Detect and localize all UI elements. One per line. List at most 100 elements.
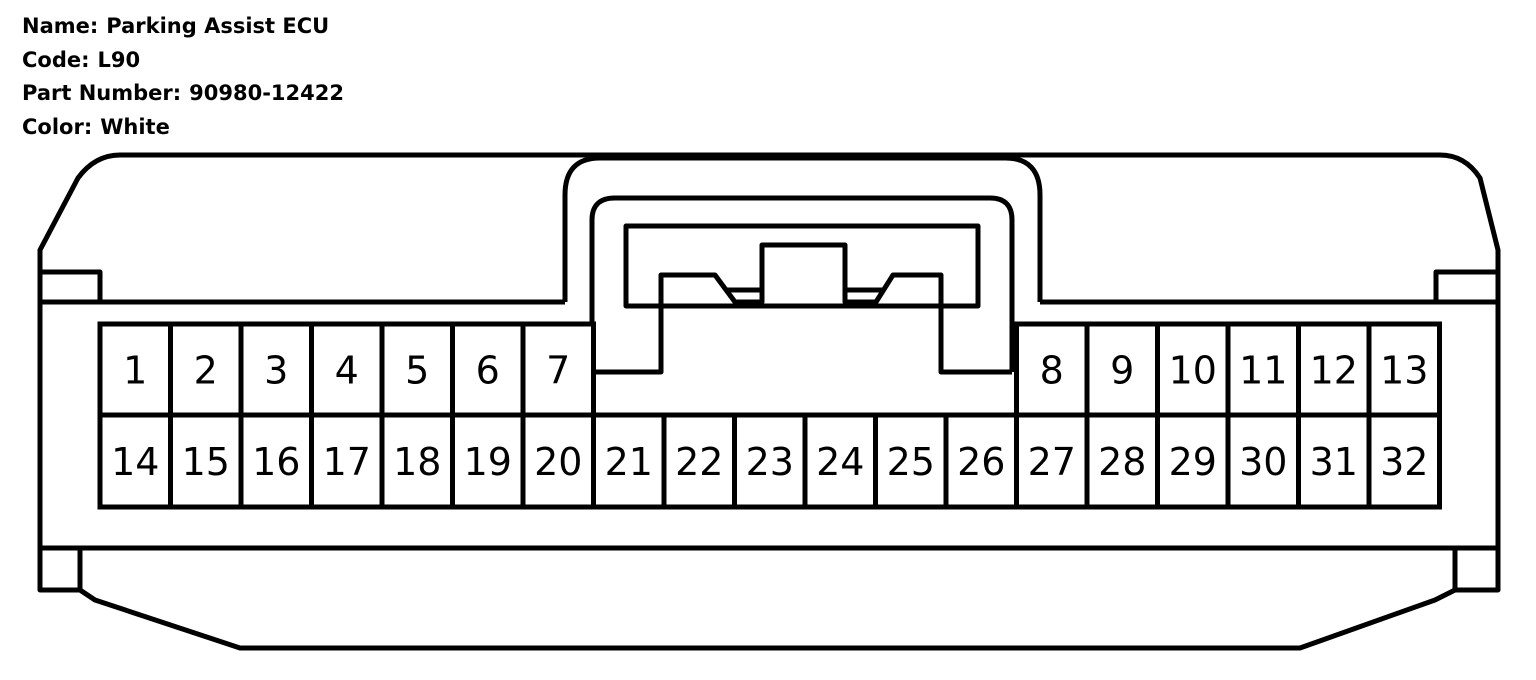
pin-23: 23 <box>732 412 808 510</box>
pin-number: 9 <box>1110 349 1134 393</box>
pin-25: 25 <box>873 412 949 510</box>
pin-number: 25 <box>887 440 935 484</box>
code-label: Code: <box>22 47 90 72</box>
pin-21: 21 <box>591 412 667 510</box>
part-number-label: Part Number: <box>22 81 182 105</box>
pin-4: 4 <box>309 321 385 418</box>
lock-window <box>623 223 981 309</box>
part-number-row: Part Number: 90980-12422 <box>22 77 344 111</box>
lock-inner <box>589 195 1015 372</box>
pin-number: 3 <box>264 349 288 393</box>
pin-cavity <box>1155 412 1231 510</box>
pin-number: 16 <box>252 440 300 484</box>
pin-number: 2 <box>194 349 218 393</box>
pin-cavity <box>1014 321 1090 418</box>
pin-27: 27 <box>1014 412 1090 510</box>
pin-31: 31 <box>1296 412 1372 510</box>
pin-cavity <box>238 412 314 510</box>
pin-15: 15 <box>168 412 244 510</box>
pin-cavity <box>1296 412 1372 510</box>
pin-number: 1 <box>123 349 147 393</box>
part-number-value: 90980-12422 <box>189 81 344 105</box>
pin-cavity <box>168 321 244 418</box>
housing-outline <box>37 152 1501 651</box>
pin-cavity <box>97 321 173 418</box>
right-tab <box>1433 269 1498 302</box>
pin-number: 12 <box>1310 349 1358 393</box>
pin-number: 13 <box>1380 349 1428 393</box>
connector-info: Name: Parking Assist ECU Code: L90 Part Nu… <box>22 10 344 144</box>
pin-number: 18 <box>393 440 441 484</box>
pin-cavity <box>1014 412 1090 510</box>
pin-number: 17 <box>323 440 371 484</box>
pin-cavity <box>309 412 385 510</box>
pin-number: 23 <box>746 440 794 484</box>
pin-11: 11 <box>1225 321 1301 418</box>
pin-17: 17 <box>309 412 385 510</box>
pin-13: 13 <box>1366 321 1442 418</box>
pin-number: 14 <box>111 440 159 484</box>
pin-3: 3 <box>238 321 314 418</box>
pin-number: 30 <box>1239 440 1287 484</box>
pin-12: 12 <box>1296 321 1372 418</box>
color-label: Color: <box>22 114 93 139</box>
pin-number: 29 <box>1169 440 1217 484</box>
name-row: Name: Parking Assist ECU <box>22 10 344 44</box>
pin-number: 4 <box>335 349 359 393</box>
pin-20: 20 <box>520 412 596 510</box>
pin-6: 6 <box>450 321 526 418</box>
pin-number: 19 <box>464 440 512 484</box>
pin-number: 8 <box>1040 349 1064 393</box>
pin-9: 9 <box>1084 321 1160 418</box>
pin-5: 5 <box>379 321 455 418</box>
pin-28: 28 <box>1084 412 1160 510</box>
pin-number: 27 <box>1028 440 1076 484</box>
pin-8: 8 <box>1014 321 1090 418</box>
pin-cavity <box>591 412 667 510</box>
pin-number: 6 <box>476 349 500 393</box>
pin-1: 1 <box>97 321 173 418</box>
pin-number: 20 <box>534 440 582 484</box>
pin-number: 15 <box>182 440 230 484</box>
pin-7: 7 <box>520 321 596 418</box>
pin-32: 32 <box>1366 412 1442 510</box>
pin-cavity <box>450 412 526 510</box>
pin-30: 30 <box>1225 412 1301 510</box>
pin-cavity <box>873 412 949 510</box>
code-value: L90 <box>97 47 141 72</box>
pin-19: 19 <box>450 412 526 510</box>
pin-cavity <box>379 412 455 510</box>
pin-cavity <box>1366 321 1442 418</box>
pin-14: 14 <box>97 412 173 510</box>
pin-number: 10 <box>1169 349 1217 393</box>
pin-number: 32 <box>1380 440 1428 484</box>
color-row: Color: White <box>22 111 344 145</box>
pin-number: 11 <box>1239 349 1287 393</box>
name-label: Name: <box>22 14 99 38</box>
pin-18: 18 <box>379 412 455 510</box>
pin-cavity <box>1296 321 1372 418</box>
left-tab <box>40 269 103 302</box>
lock-outer <box>562 155 1043 302</box>
pin-number: 26 <box>957 440 1005 484</box>
code-row: Code: L90 <box>22 44 344 78</box>
pin-cavity <box>1225 321 1301 418</box>
pin-24: 24 <box>802 412 878 510</box>
pin-16: 16 <box>238 412 314 510</box>
pin-29: 29 <box>1155 412 1231 510</box>
color-value: White <box>100 114 170 139</box>
pin-number: 24 <box>816 440 864 484</box>
pin-number: 5 <box>405 349 429 393</box>
pin-number: 22 <box>675 440 723 484</box>
name-value: Parking Assist ECU <box>106 14 330 38</box>
pin-26: 26 <box>943 412 1019 510</box>
pin-number: 28 <box>1098 440 1146 484</box>
pin-22: 22 <box>661 412 737 510</box>
pin-10: 10 <box>1155 321 1231 418</box>
pin-number: 21 <box>605 440 653 484</box>
pin-2: 2 <box>168 321 244 418</box>
pin-cavity <box>1366 412 1442 510</box>
lock-latch <box>592 242 1012 375</box>
